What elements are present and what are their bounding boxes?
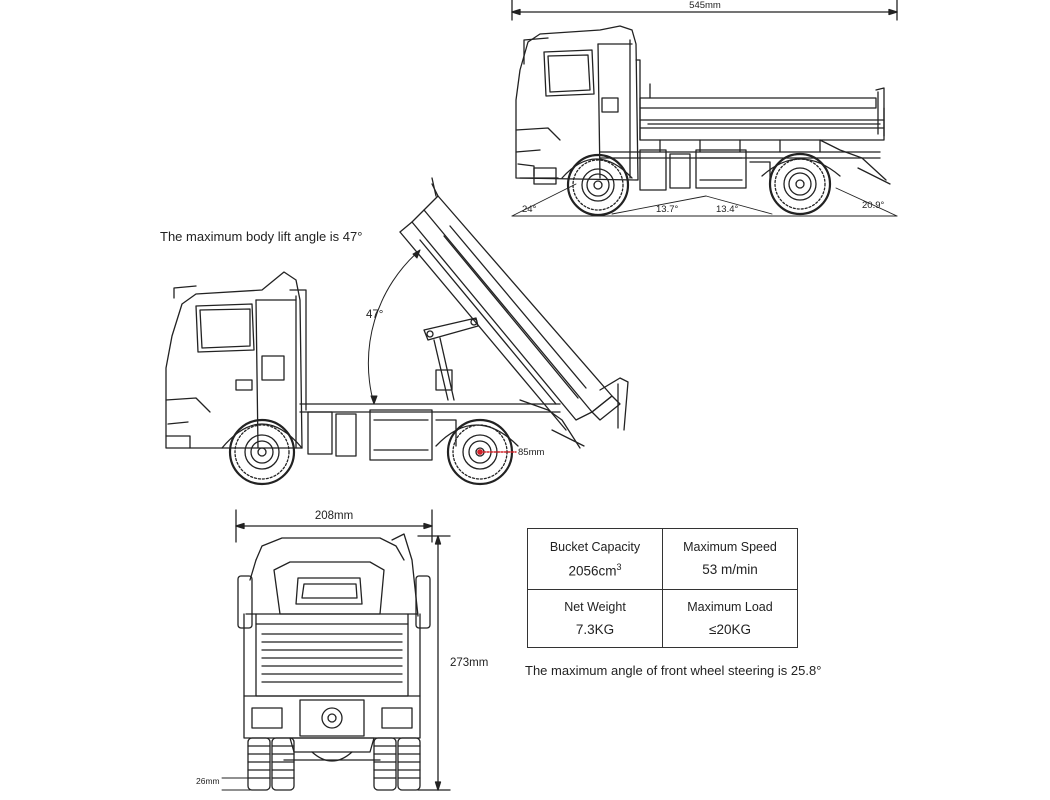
cab-top-view <box>515 25 641 185</box>
spec-cell-max-load: Maximum Load ≤20KG <box>662 588 798 649</box>
spec-label: Maximum Speed <box>683 540 777 555</box>
right-mirror <box>415 575 431 629</box>
spec-cell-max-speed: Maximum Speed 53 m/min <box>662 528 798 590</box>
tipped-dump-bed <box>399 177 621 431</box>
front-wheel-top <box>566 153 630 217</box>
dump-bed-top-view <box>639 83 885 153</box>
rear-right-wheels <box>373 737 421 791</box>
overall-length-dimension <box>511 0 898 21</box>
spec-value: 53 m/min <box>702 562 758 578</box>
breakover-front-angle: 13.7° <box>656 204 678 215</box>
rear-view: 208mm 273mm 26mm <box>196 509 488 791</box>
approach-angle: 24° <box>522 204 537 215</box>
lift-linkage <box>423 317 479 401</box>
departure-angle: 20.9° <box>862 200 884 211</box>
left-mirror <box>237 575 253 629</box>
rear-left-wheels <box>247 737 295 791</box>
rear-wheel-top <box>768 152 832 216</box>
overall-length-label: 545mm <box>689 0 721 11</box>
side-view-body-tipped: 47° 85mm <box>165 177 629 486</box>
spec-label: Net Weight <box>564 599 626 614</box>
steering-angle-caption: The maximum angle of front wheel steerin… <box>525 663 822 678</box>
spec-cell-bucket-capacity: Bucket Capacity 2056cm3 <box>527 528 663 590</box>
spec-value: 2056cm3 <box>568 561 622 579</box>
width-dimension <box>235 509 433 543</box>
spec-table: Bucket Capacity 2056cm3 Maximum Speed 53… <box>527 528 798 649</box>
lift-angle-caption: The maximum body lift angle is 47° <box>160 229 363 244</box>
breakover-rear-angle: 13.4° <box>716 204 738 215</box>
side-view-body-down: 545mm <box>511 0 898 217</box>
width-label: 208mm <box>315 510 353 522</box>
height-label: 273mm <box>450 657 488 669</box>
cab-tipped-view <box>165 271 307 449</box>
axle-height-marker <box>477 449 517 455</box>
spec-label: Maximum Load <box>687 599 773 614</box>
rear-tailgate <box>243 613 421 697</box>
rear-cab-outline <box>249 533 419 617</box>
spec-value: 7.3KG <box>575 621 615 637</box>
ground-clearance-label: 26mm <box>196 776 220 786</box>
rear-axle-assembly <box>243 695 421 762</box>
tipped-front-wheel <box>228 418 296 486</box>
angle-construction-lines <box>511 183 898 217</box>
chassis-tipped-view <box>299 377 629 461</box>
body-lift-angle-label: 47° <box>366 309 383 321</box>
spec-cell-net-weight: Net Weight 7.3KG <box>527 588 663 649</box>
height-dimension <box>417 535 451 791</box>
ground-clearance-dimension <box>221 777 251 791</box>
body-lift-angle-arc <box>367 249 421 405</box>
spec-value: ≤20KG <box>709 621 751 637</box>
chassis-top-view <box>599 139 891 191</box>
spec-label: Bucket Capacity <box>549 539 641 554</box>
tipped-front-fender <box>221 423 303 449</box>
axle-height-label: 85mm <box>518 447 544 458</box>
